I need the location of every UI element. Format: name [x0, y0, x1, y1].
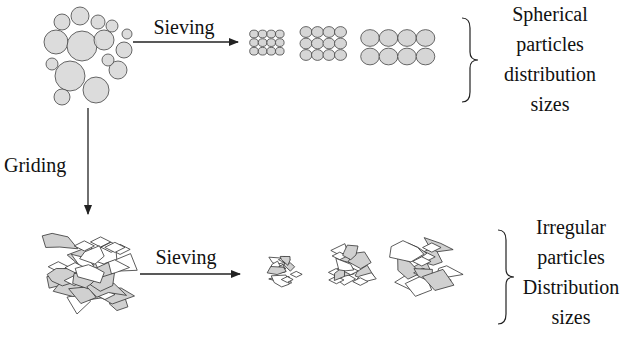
sphere-particle: [267, 30, 276, 38]
arrow-label: Sieving: [146, 242, 226, 272]
group-label: Spherical particles distribution sizes: [486, 0, 614, 119]
shard: [267, 267, 286, 275]
sphere-particle: [54, 89, 70, 105]
sphere-particle: [250, 39, 259, 47]
sphere-particle: [398, 48, 417, 65]
sphere-particle: [54, 14, 70, 30]
sphere-particle: [250, 47, 259, 55]
sphere-particle: [323, 50, 335, 61]
irregular-particles: [328, 244, 376, 286]
sphere-particle: [379, 30, 398, 47]
sphere-particle: [312, 27, 324, 38]
sphere-particle: [67, 31, 97, 61]
diamond-flake: [281, 277, 293, 283]
sphere-particle: [258, 39, 267, 47]
sphere-particle: [335, 38, 347, 49]
sphere-particle: [300, 50, 312, 61]
group-brace: [498, 230, 514, 324]
sphere-particle: [335, 27, 347, 38]
sphere-particle: [335, 50, 347, 61]
sphere-particle: [71, 7, 89, 25]
shard: [80, 246, 105, 264]
shard: [42, 233, 77, 248]
sphere-particle: [122, 29, 132, 39]
sphere-particle: [250, 30, 259, 38]
process-arrow: [133, 41, 238, 42]
shard: [75, 265, 104, 283]
sphere-particle: [276, 39, 285, 47]
sphere-particle: [258, 47, 267, 55]
sphere-particle: [44, 30, 68, 54]
sphere-particle: [312, 50, 324, 61]
arrow-label: Sieving: [144, 12, 224, 42]
sphere-particle: [258, 30, 267, 38]
sphere-particle: [416, 48, 435, 65]
sphere-particle: [361, 30, 380, 47]
shard: [343, 245, 358, 260]
sphere-particle: [102, 54, 114, 66]
shard: [390, 241, 424, 262]
arrow-label: Griding: [4, 150, 80, 180]
shard: [422, 269, 454, 290]
sphere-particle: [46, 58, 58, 70]
irregular-particles: [267, 256, 302, 286]
sphere-particle: [83, 77, 109, 103]
sphere-particle: [379, 48, 398, 65]
diamond-flake: [423, 243, 441, 252]
process-arrow: [87, 108, 88, 214]
shard: [280, 256, 290, 265]
sphere-particle: [300, 38, 312, 49]
sphere-particle: [267, 47, 276, 55]
sphere-particle: [267, 39, 276, 47]
sphere-particle: [116, 42, 132, 58]
sphere-particle: [91, 15, 105, 29]
diamond-flake: [353, 278, 368, 286]
process-arrow: [140, 273, 240, 274]
diamond-flake: [105, 242, 125, 252]
group-label: Irregular particles Distribution sizes: [516, 212, 626, 332]
irregular-particles: [390, 238, 463, 297]
diamond-flake: [290, 271, 302, 277]
sphere-particle: [94, 30, 114, 50]
sphere-particle: [398, 30, 417, 47]
sphere-particle: [276, 47, 285, 55]
sphere-particle: [106, 20, 118, 32]
sphere-particle: [361, 48, 380, 65]
sphere-particle: [55, 61, 85, 91]
sphere-particle: [323, 38, 335, 49]
sphere-particle: [323, 27, 335, 38]
group-brace: [462, 18, 478, 102]
sphere-particle: [416, 30, 435, 47]
sphere-particle: [300, 27, 312, 38]
shard: [336, 258, 354, 271]
sphere-particle: [276, 30, 285, 38]
irregular-particles: [42, 233, 137, 314]
sphere-particle: [312, 38, 324, 49]
